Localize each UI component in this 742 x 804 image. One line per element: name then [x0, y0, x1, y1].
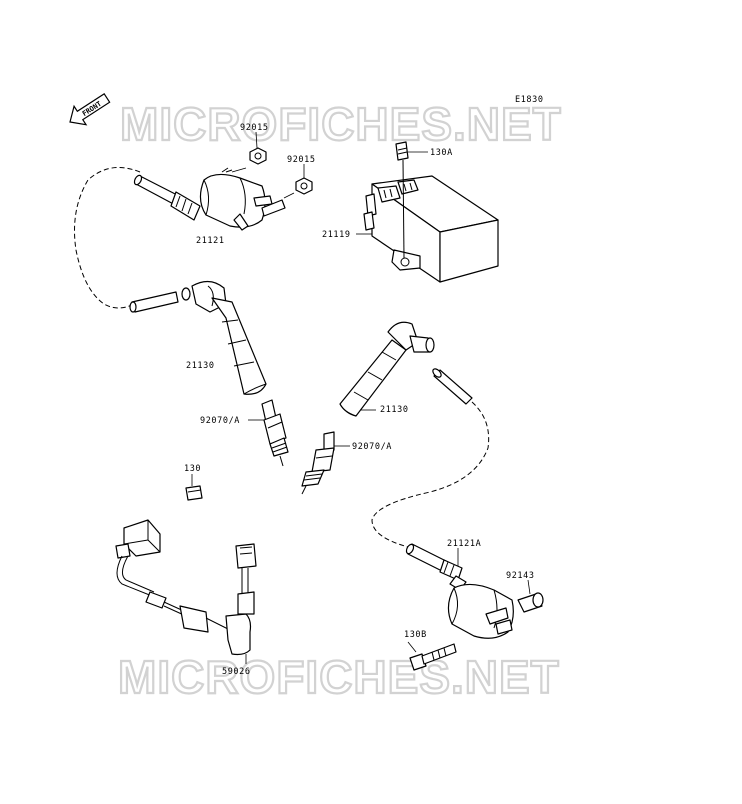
watermark-bottom: MICROFICHES.NET: [118, 651, 560, 703]
diagram-code: E1830: [515, 95, 544, 105]
label-59026: 59026: [222, 667, 251, 677]
label-130a: 130A: [430, 148, 453, 158]
bolt-130b: [407, 641, 457, 671]
nut-92015-b: [283, 164, 313, 199]
spark-plug-left: [248, 399, 289, 467]
plug-cap-21130-left: [129, 280, 267, 395]
plug-cap-21130-right: [339, 321, 473, 417]
label-21119: 21119: [322, 230, 351, 240]
label-21130-left: 21130: [186, 361, 215, 371]
label-92143: 92143: [506, 571, 535, 581]
label-130: 130: [184, 464, 201, 474]
nut-92015-a: [221, 131, 267, 173]
collar-92143: [517, 579, 544, 613]
label-130b: 130B: [404, 630, 427, 640]
spark-plug-right: [301, 431, 350, 495]
label-92015-a: 92015: [240, 123, 269, 133]
ignition-coil-lower: [405, 543, 514, 639]
label-92070a-left: 92070/A: [200, 416, 240, 426]
label-21121: 21121: [196, 236, 225, 246]
label-21121a: 21121A: [447, 539, 481, 549]
cdi-unit-21119: [356, 141, 499, 283]
ignition-coil-upper: [133, 173, 286, 231]
label-92015-b: 92015: [287, 155, 316, 165]
front-arrow-icon: FRONT: [69, 93, 111, 126]
sensor-harness-59026: [115, 519, 257, 664]
bolt-130: [185, 474, 203, 501]
label-92070a-right: 92070/A: [352, 442, 392, 452]
watermark-top: MICROFICHES.NET: [120, 98, 562, 150]
label-21130-right: 21130: [380, 405, 409, 415]
